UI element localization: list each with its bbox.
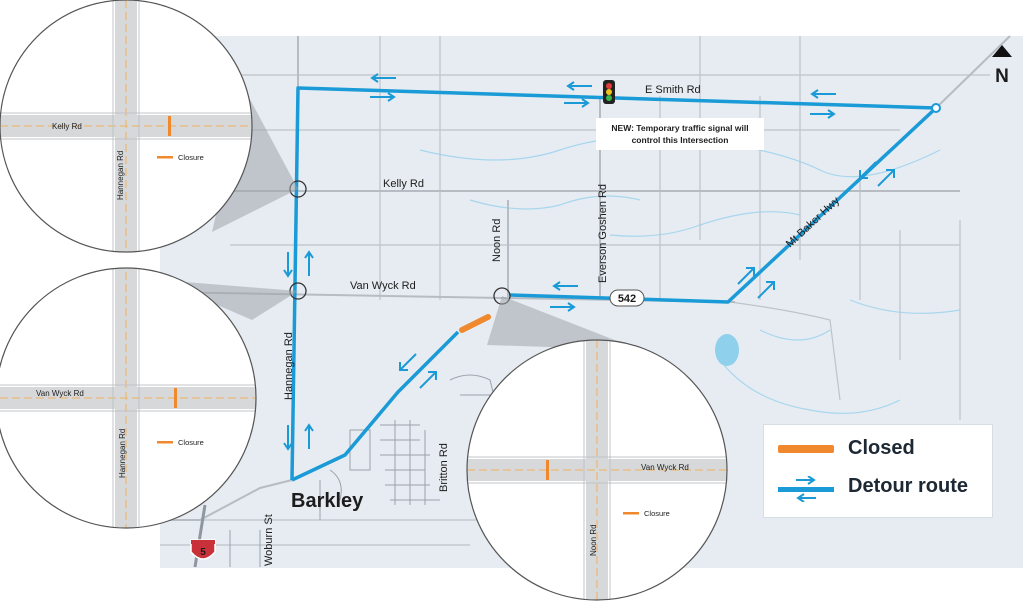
arrow-left: [810, 89, 836, 99]
inset-vanwyck-hannegan: Van Wyck Rd Hannegan Rd Closure: [0, 267, 257, 529]
signal-note: NEW: Temporary traffic signal will contr…: [596, 118, 764, 150]
svg-text:Hannegan Rd: Hannegan Rd: [116, 151, 125, 200]
arrow-down: [283, 425, 293, 451]
closure-mark: [546, 460, 549, 480]
arrow-left: [370, 73, 396, 83]
arrow-left: [552, 281, 578, 291]
arrow-right: [810, 109, 836, 119]
label-noon-rd: Noon Rd: [491, 219, 503, 262]
label-e-smith-rd: E Smith Rd: [645, 84, 701, 96]
svg-text:control this Intersection: control this Intersection: [632, 135, 729, 145]
svg-text:N: N: [995, 66, 1009, 87]
svg-text:5: 5: [200, 547, 206, 558]
svg-text:Van Wyck Rd: Van Wyck Rd: [36, 389, 84, 398]
detour-arrows: [283, 73, 895, 451]
arrow-diag-down: [859, 161, 877, 179]
traffic-signal-icon: [603, 80, 615, 104]
legend-detour: Detour route: [778, 474, 968, 503]
legend-detour-label: Detour route: [848, 475, 968, 497]
label-woburn-st: Woburn St: [263, 514, 275, 566]
label-hannegan-rd: Hannegan Rd: [283, 332, 295, 400]
arrow-diag-up: [419, 371, 437, 389]
city-label-barkley: Barkley: [291, 490, 364, 512]
svg-text:Noon Rd: Noon Rd: [589, 524, 598, 556]
inset-vanwyck-noon: Van Wyck Rd Noon Rd Closure: [466, 339, 728, 601]
arrow-up: [304, 423, 314, 449]
pond: [715, 334, 739, 366]
closed-segment: [459, 314, 491, 333]
arrow-right: [564, 98, 590, 108]
label-kelly-rd: Kelly Rd: [383, 178, 424, 190]
svg-text:NEW: Temporary traffic signal: NEW: Temporary traffic signal will: [611, 123, 748, 133]
svg-text:Closure: Closure: [644, 509, 670, 518]
arrow-diag-up: [877, 169, 895, 187]
closed-swatch: [778, 444, 834, 453]
north-arrow-icon: N: [992, 45, 1012, 87]
svg-text:Closure: Closure: [178, 438, 204, 447]
arrow-up: [304, 250, 314, 276]
arrow-diag-up: [757, 281, 775, 299]
closure-mark: [168, 116, 171, 136]
legend-closed: Closed: [778, 437, 915, 460]
svg-text:Hannegan Rd: Hannegan Rd: [118, 429, 127, 478]
interstate-5-shield: 5: [190, 539, 216, 560]
arrow-right: [370, 92, 396, 102]
closure-mark: [174, 388, 177, 408]
svg-text:Van Wyck Rd: Van Wyck Rd: [641, 463, 689, 472]
arrow-right: [550, 302, 576, 312]
route-542-shield: 542: [609, 289, 645, 307]
svg-text:Kelly Rd: Kelly Rd: [52, 122, 82, 131]
arrow-diag-down: [399, 353, 417, 371]
label-britton-rd: Britton Rd: [438, 443, 450, 492]
legend-closed-label: Closed: [848, 437, 915, 459]
arrow-diag-up: [737, 267, 755, 285]
route-node: [931, 103, 941, 113]
inset-kelly-hannegan: Kelly Rd Hannegan Rd Closure: [0, 0, 253, 253]
arrow-left: [566, 81, 592, 91]
arrow-down: [283, 252, 293, 278]
label-everson-goshen-rd: Everson Goshen Rd: [597, 184, 609, 283]
detour-swatch: [778, 474, 834, 503]
legend: Closed Detour route: [763, 424, 993, 518]
svg-text:Closure: Closure: [178, 153, 204, 162]
label-van-wyck-rd: Van Wyck Rd: [350, 280, 416, 292]
callout-wedges: [160, 90, 640, 350]
svg-text:542: 542: [618, 293, 636, 305]
